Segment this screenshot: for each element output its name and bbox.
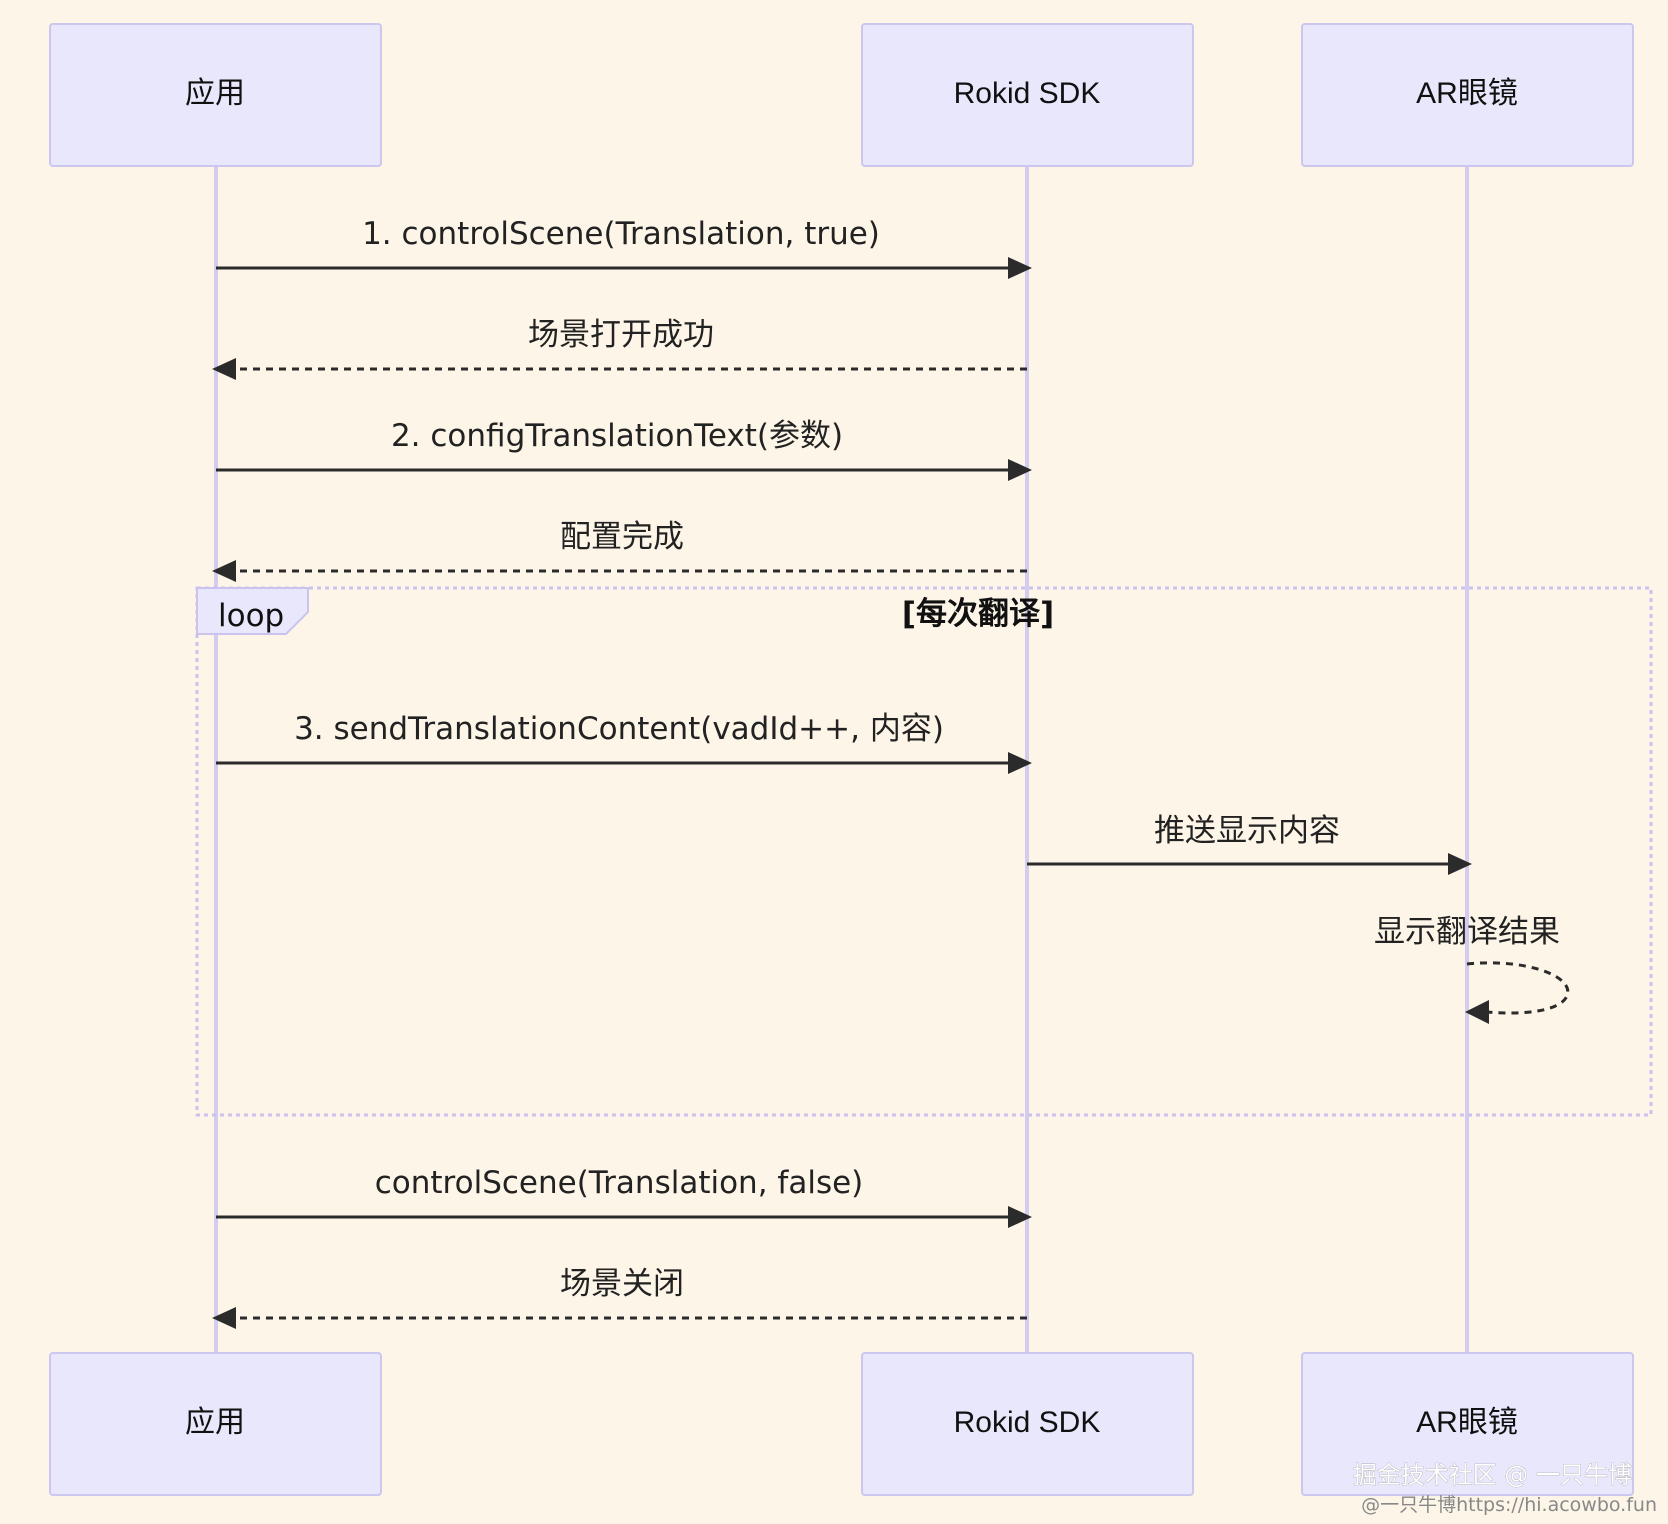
actor-box-sdk-bottom: Rokid SDK [861,1352,1194,1496]
message-2: 场景打开成功 [212,317,1027,380]
message-5: 3. sendTranslationContent(vadId++, 内容) [216,711,1032,774]
arrowhead-icon [212,1307,236,1329]
actor-label-sdk-top: Rokid SDK [954,77,1101,110]
message-4: 配置完成 [212,519,1027,582]
message-3: 2. configTranslationText(参数) [216,418,1032,481]
message-2-label: 场景打开成功 [528,317,714,353]
loop-condition: [每次翻译] [902,596,1054,632]
actor-box-app-bottom: 应用 [49,1352,382,1496]
message-1-label: 1. controlScene(Translation, true) [362,216,880,252]
message-6: 推送显示内容 [1027,813,1472,875]
actor-label-app-top: 应用 [185,77,245,110]
actor-label-glasses-bottom: AR眼镜 [1416,1406,1518,1439]
message-4-label: 配置完成 [560,519,684,555]
message-1: 1. controlScene(Translation, true) [216,216,1032,279]
actor-label-sdk-bottom: Rokid SDK [954,1406,1101,1439]
arrowhead-icon [1448,853,1472,875]
message-6-label: 推送显示内容 [1154,813,1340,849]
actor-box-glasses-top: AR眼镜 [1301,23,1634,167]
actor-label-glasses-top: AR眼镜 [1416,77,1518,110]
message-9: 场景关闭 [212,1266,1027,1329]
actor-box-app-top: 应用 [49,23,382,167]
arrowhead-icon [1008,752,1032,774]
arrowhead-icon [1008,1206,1032,1228]
loop-frame: loop [每次翻译] [195,586,1653,1117]
message-3-label: 2. configTranslationText(参数) [391,418,843,454]
message-8: controlScene(Translation, false) [216,1165,1032,1228]
arrowhead-icon [1465,1000,1489,1024]
watermark-primary: 掘金技术社区 @ 一只牛博 [1353,1461,1632,1489]
message-7-label: 显示翻译结果 [1374,914,1560,950]
watermark-secondary: @一只牛博https://hi.acowbo.fun [1361,1494,1657,1516]
message-7-self: 显示翻译结果 [1374,914,1570,1024]
actor-box-sdk-top: Rokid SDK [861,23,1194,167]
message-5-label: 3. sendTranslationContent(vadId++, 内容) [294,711,944,747]
arrowhead-icon [212,358,236,380]
actor-label-app-bottom: 应用 [185,1406,245,1439]
arrowhead-icon [1008,459,1032,481]
arrowhead-icon [1008,257,1032,279]
message-9-label: 场景关闭 [560,1266,684,1302]
loop-label: loop [218,598,284,634]
actor-box-glasses-bottom: AR眼镜 [1301,1352,1634,1496]
message-8-label: controlScene(Translation, false) [375,1165,864,1201]
arrowhead-icon [212,560,236,582]
